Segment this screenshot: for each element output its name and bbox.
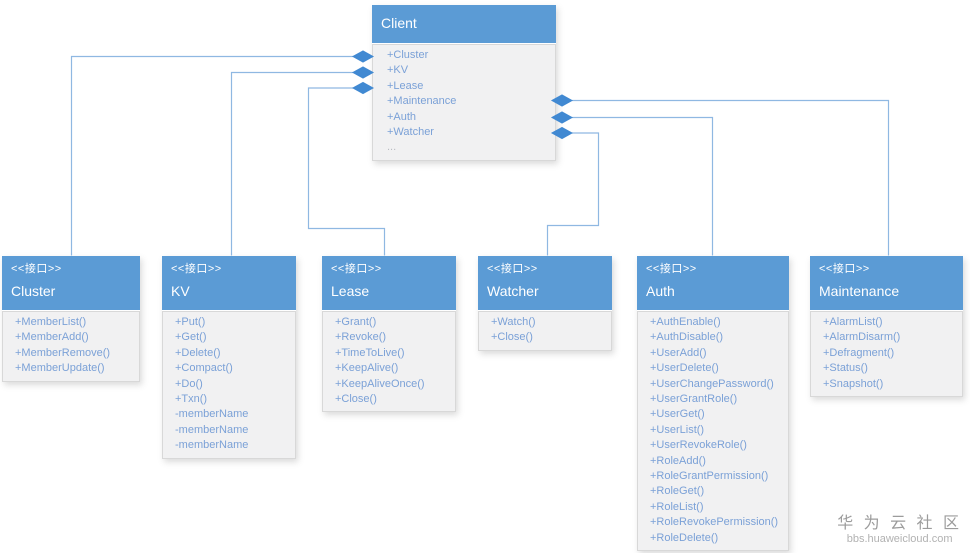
watermark-title: 华 为 云 社 区 <box>837 515 962 532</box>
composition-diamond-kv <box>351 66 375 79</box>
class-auth-members: +AuthEnable() +AuthDisable() +UserAdd() +Us… <box>637 311 789 552</box>
class-member: +Snapshot() <box>823 377 884 390</box>
class-member: +RoleGrantPermission() <box>650 470 769 483</box>
class-member: +RoleDelete() <box>650 531 719 544</box>
class-client: Client +Cluster +KV +Lease +Maintenance +Aut… <box>372 5 556 161</box>
class-member: +RoleList() <box>650 500 704 513</box>
class-title: Watcher <box>487 283 539 299</box>
class-cluster-header: <<接口>> Cluster <box>2 256 140 310</box>
class-auth-header: <<接口>> Auth <box>637 256 789 310</box>
class-title: KV <box>171 283 190 299</box>
class-member: +Get() <box>175 331 207 344</box>
class-title: Auth <box>646 283 675 299</box>
class-member: +AuthDisable() <box>650 331 724 344</box>
class-cluster-members: +MemberList() +MemberAdd() +MemberRemove()… <box>2 311 140 382</box>
stereotype-label: <<接口>> <box>487 263 538 275</box>
class-member: +MemberList() <box>15 316 87 328</box>
watermark: 华 为 云 社 区 bbs.huaweicloud.com <box>837 515 962 546</box>
connector-client-kv <box>230 71 353 256</box>
class-member: +UserChangePassword() <box>650 377 774 390</box>
composition-diamond-cluster <box>351 50 375 63</box>
class-client-header: Client <box>372 5 556 43</box>
class-member: +UserDelete() <box>650 362 719 375</box>
class-lease: <<接口>> Lease +Grant() +Revoke() +TimeToLiv… <box>322 256 456 413</box>
class-lease-members: +Grant() +Revoke() +TimeToLive() +KeepAlive… <box>322 311 456 413</box>
class-member: +AlarmDisarm() <box>823 331 901 344</box>
class-kv: <<接口>> KV +Put() +Get() +Delete() +Compact(… <box>162 256 296 459</box>
connector-client-auth <box>572 116 714 256</box>
class-member: +KeepAlive() <box>335 362 399 375</box>
composition-diamond-lease <box>351 81 375 95</box>
class-member: -memberName <box>175 439 249 452</box>
class-maintenance-members: +AlarmList() +AlarmDisarm() +Defragment() +… <box>810 311 963 398</box>
class-member: +Delete() <box>175 346 221 359</box>
class-member: +RoleAdd() <box>650 454 706 467</box>
class-member: +TimeToLive() <box>335 346 405 359</box>
class-member: +AuthEnable() <box>650 316 721 328</box>
class-member: +UserRevokeRole() <box>650 439 747 452</box>
class-auth: <<接口>> Auth +AuthEnable()+AuthDisable()+… <box>637 256 789 552</box>
class-member: +KeepAliveOnce() <box>335 377 425 390</box>
class-watcher: <<接口>> Watcher +Watch() +Close() <box>478 256 612 351</box>
class-member: +Txn() <box>175 393 208 406</box>
watermark-subtitle: bbs.huaweicloud.com <box>846 533 953 545</box>
class-member: +Auth <box>387 110 417 123</box>
class-title: Cluster <box>11 283 56 299</box>
class-member: +UserList() <box>650 423 705 436</box>
stereotype-label: <<接口>> <box>11 263 62 275</box>
class-member: +Close() <box>335 393 377 406</box>
class-cluster: <<接口>> Cluster +MemberList() +MemberAdd()… <box>2 256 140 382</box>
class-member: +Cluster <box>387 49 429 61</box>
class-member: +RoleRevokePermission() <box>650 516 779 529</box>
class-member: +Close() <box>491 331 533 344</box>
class-member: +UserGet() <box>650 408 705 421</box>
stereotype-label: <<接口>> <box>171 263 222 275</box>
class-member: -memberName <box>175 423 249 436</box>
class-member: +MemberAdd() <box>15 331 89 344</box>
class-client-members: +Cluster +KV +Lease +Maintenance +Auth +Watch… <box>372 44 556 161</box>
class-maintenance-header: <<接口>> Maintenance <box>810 256 963 310</box>
class-title: Client <box>381 15 417 31</box>
class-member: -memberName <box>175 408 249 421</box>
class-title: Maintenance <box>819 283 900 299</box>
class-member: +AlarmList() <box>823 316 883 328</box>
class-member: +Grant() <box>335 316 377 328</box>
class-member: +RoleGet() <box>650 485 705 498</box>
class-member: +UserAdd() <box>650 346 707 359</box>
class-lease-header: <<接口>> Lease <box>322 256 456 310</box>
class-title: Lease <box>331 283 370 299</box>
connector-client-maintenance <box>572 99 890 256</box>
class-kv-members: +Put() +Get() +Delete() +Compact() +Do() +Txn… <box>162 311 296 459</box>
class-member: +UserGrantRole() <box>650 393 738 406</box>
class-member: +Revoke() <box>335 331 387 344</box>
stereotype-label: <<接口>> <box>646 263 697 275</box>
class-member: +Watch() <box>491 316 536 328</box>
class-member: +Status() <box>823 362 868 375</box>
stereotype-label: <<接口>> <box>819 263 870 275</box>
class-member: +Watcher <box>387 126 434 139</box>
class-member: +MemberUpdate() <box>15 362 105 375</box>
class-member: +Lease <box>387 79 424 92</box>
class-maintenance: <<接口>> Maintenance +AlarmList() +AlarmDis… <box>810 256 963 398</box>
connector-client-cluster <box>70 55 353 256</box>
class-watcher-header: <<接口>> Watcher <box>478 256 612 310</box>
class-member: +KV <box>387 64 409 77</box>
class-member: +MemberRemove() <box>15 346 111 359</box>
class-watcher-members: +Watch() +Close() <box>478 311 612 351</box>
class-kv-header: <<接口>> KV <box>162 256 296 310</box>
class-member: +Compact() <box>175 362 233 375</box>
class-member: +Put() <box>175 316 206 328</box>
class-member: +Do() <box>175 377 203 390</box>
class-member: +Maintenance <box>387 95 457 108</box>
class-member: +Defragment() <box>823 346 895 359</box>
class-member-ellipsis: ... <box>387 141 397 154</box>
stereotype-label: <<接口>> <box>331 263 382 275</box>
